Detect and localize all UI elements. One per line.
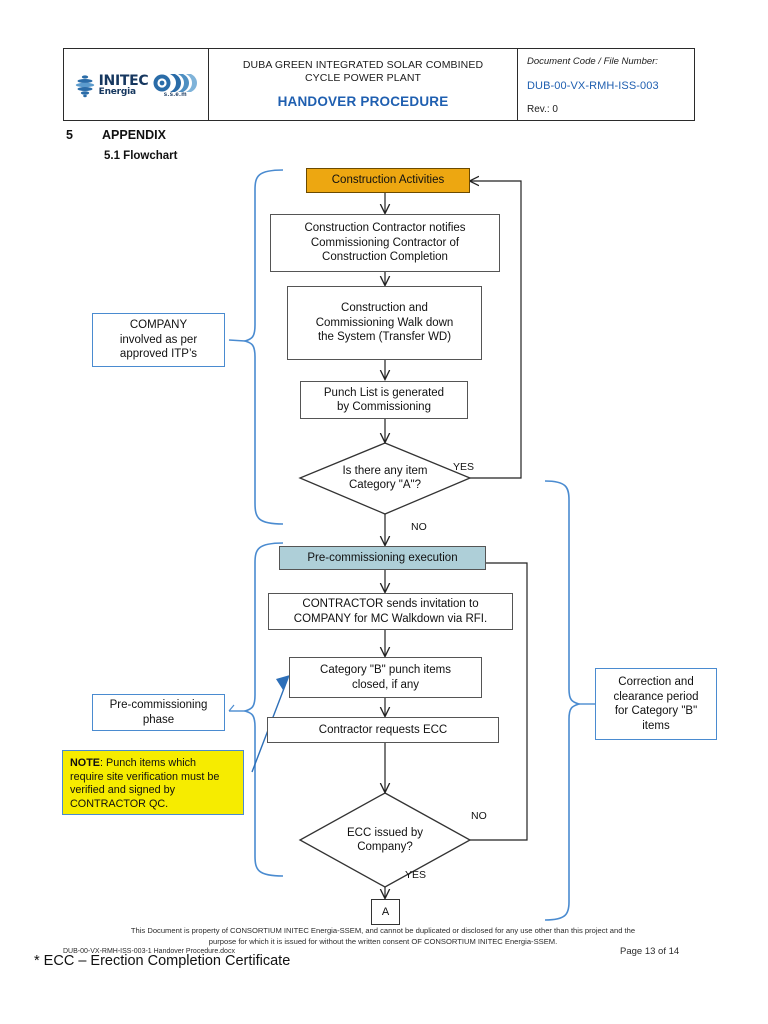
- globe-icon: [75, 74, 95, 98]
- callout-note-punch-items-label: NOTE: Punch items which require site ver…: [70, 757, 219, 811]
- line4: items: [642, 719, 670, 732]
- initec-logo: INITEC Energia s.s.e.m: [75, 73, 198, 98]
- doc-code-value: DUB-00-VX-RMH-ISS-003: [527, 79, 659, 92]
- callout-company-itp[interactable]: COMPANY involved as per approved ITP’s: [92, 313, 225, 367]
- line1: Category "B" punch items: [320, 664, 451, 676]
- edge-label-category-a-no: NO: [411, 521, 427, 533]
- section-heading: 5 APPENDIX: [66, 128, 166, 142]
- line1: Punch List is generated: [323, 386, 445, 399]
- callout-pre-commissioning-phase[interactable]: Pre-commissioning phase: [92, 694, 225, 731]
- node-contractor-invitation[interactable]: CONTRACTOR sends invitation to COMPANY f…: [268, 593, 513, 630]
- line3: approved ITP’s: [119, 348, 198, 361]
- node-walk-down-label: Construction and Commissioning Walk down…: [316, 301, 454, 345]
- callout-company-itp-label: COMPANY involved as per approved ITP’s: [120, 318, 197, 362]
- edge-label-ecc-no: NO: [471, 810, 487, 822]
- line1: Construction Contractor notifies: [304, 222, 466, 235]
- initec-name: INITEC: [98, 73, 149, 89]
- line3: Construction Completion: [322, 251, 448, 264]
- doc-code-label: Document Code / File Number:: [527, 56, 658, 67]
- line2: Company?: [357, 841, 413, 853]
- line2: by Commissioning: [337, 401, 431, 413]
- ssem-label: s.s.e.m: [163, 92, 187, 98]
- line2: phase: [142, 713, 175, 726]
- revision-label: Rev.: 0: [527, 104, 558, 115]
- node-category-b-closed-label: Category "B" punch items closed, if any: [320, 663, 451, 692]
- line2: closed, if any: [351, 678, 420, 691]
- line2: clearance period: [613, 690, 699, 703]
- line2: require site verification must be: [70, 770, 220, 783]
- line3: for Category "B": [614, 705, 698, 717]
- footer-legal-line2: purpose for which it is issued for witho…: [208, 936, 558, 946]
- company-logo-cell: INITEC Energia s.s.e.m: [64, 49, 209, 120]
- node-category-b-closed[interactable]: Category "B" punch items closed, if any: [289, 657, 482, 698]
- edge-label-ecc-yes: YES: [405, 869, 427, 881]
- callout-pre-commissioning-phase-label: Pre-commissioning phase: [110, 698, 208, 727]
- line1: Is there any item: [342, 464, 428, 477]
- line2: Category "A"?: [348, 479, 422, 491]
- footer-page-number: Page 13 of 14: [620, 946, 680, 957]
- footer-ecc-legend: * ECC – Erection Completion Certificate: [34, 953, 291, 969]
- node-connector-a-label: A: [381, 905, 390, 918]
- node-pre-commissioning-execution[interactable]: Pre-commissioning execution: [279, 546, 486, 570]
- line1: COMPANY: [129, 319, 188, 332]
- project-title-line2: CYCLE POWER PLANT: [304, 71, 422, 84]
- node-requests-ecc-label: Contractor requests ECC: [318, 723, 448, 736]
- edge-label-category-a-yes: YES: [453, 461, 475, 473]
- node-contractor-notifies-label: Construction Contractor notifies Commiss…: [304, 221, 465, 265]
- section-number: 5: [66, 128, 73, 142]
- line1: Construction and: [341, 302, 428, 315]
- document-subtitle: HANDOVER PROCEDURE: [277, 93, 449, 109]
- document-header-table: INITEC Energia s.s.e.m: [63, 48, 695, 121]
- line2: Commissioning Walk down: [315, 316, 454, 329]
- project-title: DUBA GREEN INTEGRATED SOLAR COMBINED CYC…: [243, 59, 483, 85]
- note-bold-prefix: NOTE: [70, 757, 100, 769]
- footer-legal-text: This Document is property of CONSORTIUM …: [63, 926, 703, 947]
- document-title-cell: DUBA GREEN INTEGRATED SOLAR COMBINED CYC…: [209, 49, 518, 120]
- line3: the System (Transfer WD): [317, 331, 452, 344]
- node-construction-activities[interactable]: Construction Activities: [306, 168, 470, 193]
- line1: Pre-commissioning: [109, 699, 208, 711]
- line4: CONTRACTOR QC.: [70, 797, 169, 810]
- line1: ECC issued by: [346, 826, 424, 839]
- initec-wordmark: INITEC Energia: [99, 74, 149, 97]
- line1: CONTRACTOR sends invitation to: [302, 598, 479, 610]
- ssem-logo: s.s.e.m: [153, 73, 198, 98]
- node-contractor-notifies[interactable]: Construction Contractor notifies Commiss…: [270, 214, 500, 272]
- node-contractor-invitation-label: CONTRACTOR sends invitation to COMPANY f…: [294, 597, 487, 626]
- node-requests-ecc[interactable]: Contractor requests ECC: [267, 717, 499, 743]
- footer-file-name: DUB-00-VX-RMH-ISS-003-1 Handover Procedu…: [63, 948, 235, 955]
- document-code-cell: Document Code / File Number: DUB-00-VX-R…: [518, 49, 694, 120]
- line2: involved as per: [119, 333, 198, 346]
- subsection-heading: 5.1 Flowchart: [104, 150, 178, 162]
- footer-legal-line1: This Document is property of CONSORTIUM …: [130, 926, 636, 935]
- node-punch-list-label: Punch List is generated by Commissioning: [324, 386, 444, 415]
- project-title-line1: DUBA GREEN INTEGRATED SOLAR COMBINED: [242, 58, 484, 71]
- node-decision-category-a-label: Is there any item Category "A"?: [342, 464, 427, 493]
- line1: : Punch items which: [100, 757, 197, 769]
- node-decision-category-a[interactable]: Is there any item Category "A"?: [310, 462, 460, 494]
- node-decision-ecc-issued[interactable]: ECC issued by Company?: [315, 824, 455, 856]
- callout-correction-clearance[interactable]: Correction and clearance period for Cate…: [595, 668, 717, 740]
- node-decision-ecc-issued-label: ECC issued by Company?: [347, 826, 423, 855]
- node-walk-down[interactable]: Construction and Commissioning Walk down…: [287, 286, 482, 360]
- line3: verified and signed by: [70, 784, 176, 797]
- waves-icon: [153, 73, 198, 93]
- initec-tagline: Energia: [98, 87, 137, 97]
- node-construction-activities-label: Construction Activities: [331, 174, 445, 187]
- line1: Correction and: [618, 676, 694, 688]
- node-punch-list[interactable]: Punch List is generated by Commissioning: [300, 381, 468, 419]
- callout-correction-clearance-label: Correction and clearance period for Cate…: [613, 675, 698, 733]
- callout-note-punch-items[interactable]: NOTE: Punch items which require site ver…: [62, 750, 244, 815]
- line2: COMPANY for MC Walkdown via RFI.: [293, 612, 488, 625]
- node-pre-commissioning-execution-label: Pre-commissioning execution: [307, 551, 458, 564]
- node-connector-a[interactable]: A: [371, 899, 400, 925]
- section-title: APPENDIX: [102, 128, 166, 142]
- line2: Commissioning Contractor of: [310, 236, 460, 249]
